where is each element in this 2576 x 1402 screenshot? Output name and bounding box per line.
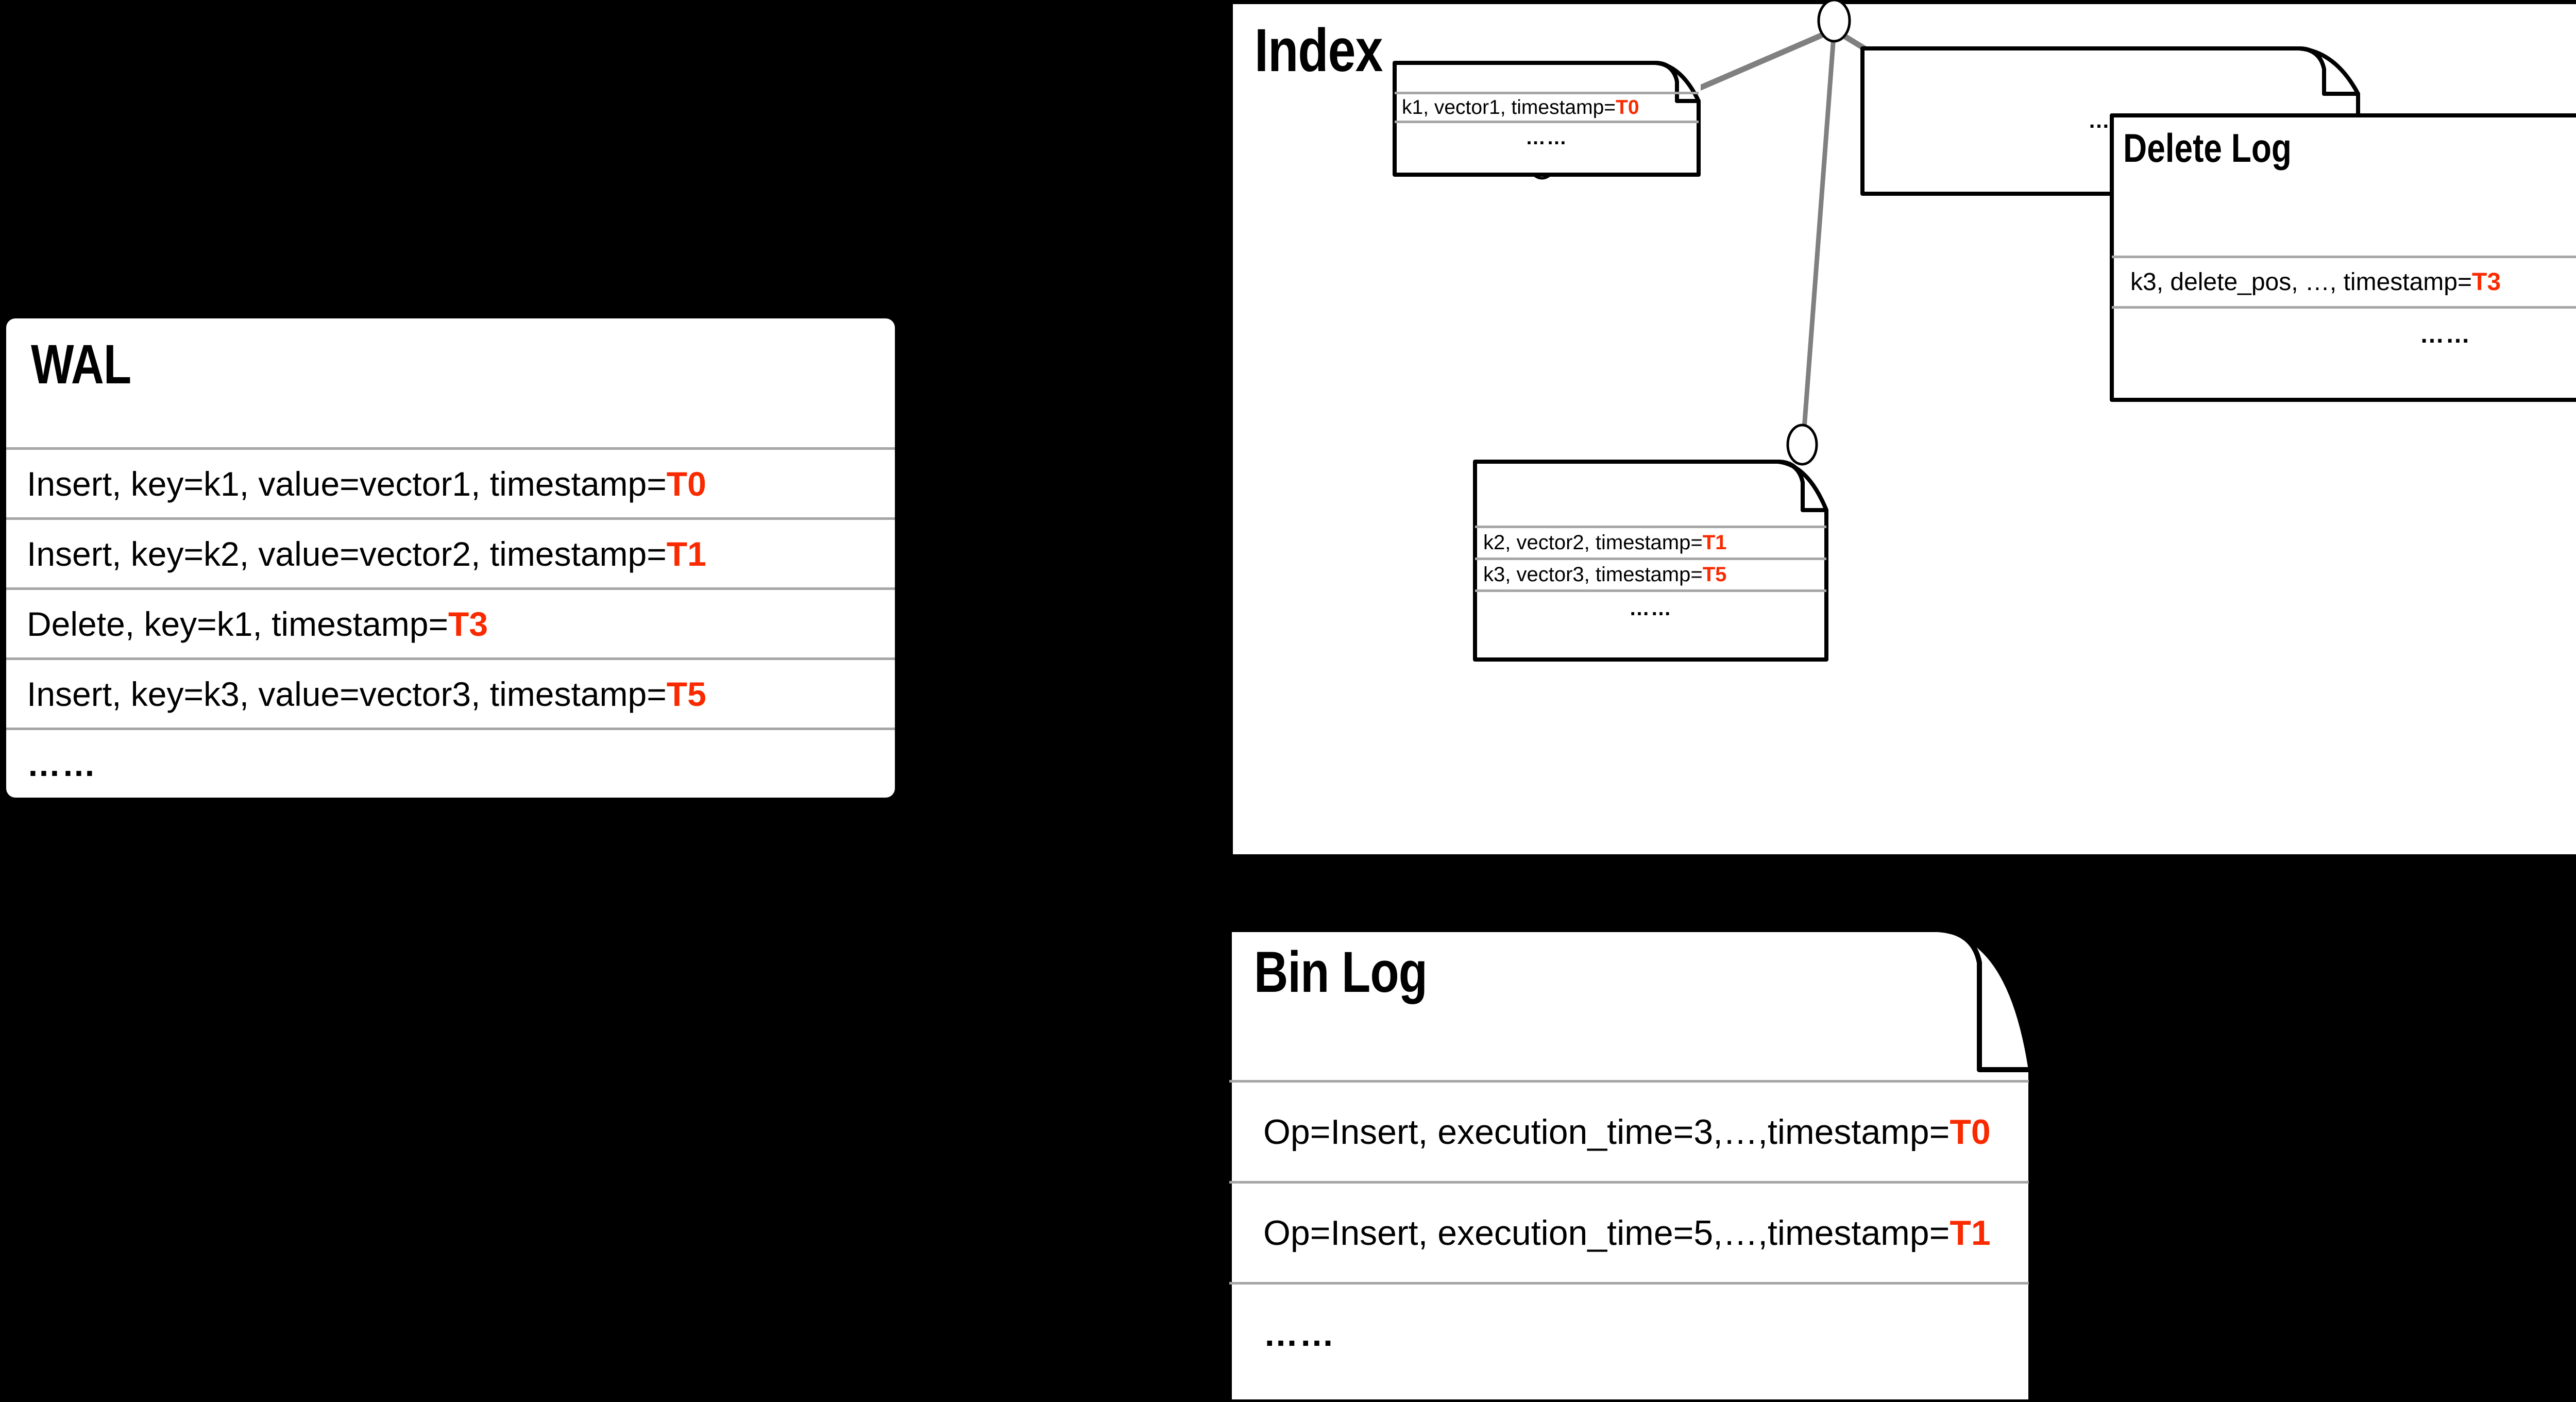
wal-row: Delete, key=k1, timestamp=T3 (6, 587, 895, 657)
wal-row: Insert, key=k2, value=vector2, timestamp… (6, 517, 895, 587)
delete-log-title: Delete Log (2123, 125, 2292, 171)
bin-log-row-ellipsis: …… (1229, 1282, 2029, 1383)
leaf-k1-row-text: k1, vector1, timestamp= (1402, 96, 1616, 119)
bin-log-row-text: Op=Insert, execution_time=3,…,timestamp= (1263, 1112, 1950, 1152)
delete-log-row-text: …… (2419, 321, 2471, 348)
wal-row-timestamp: T1 (666, 534, 706, 573)
wal-row-ellipsis: …… (6, 728, 895, 798)
leaf-k2k3-outline (1473, 460, 1828, 662)
leaf-k2k3-rows: k2, vector2, timestamp=T1 k3, vector3, t… (1475, 526, 1826, 626)
delete-log-row-ellipsis: …… (2112, 306, 2576, 361)
leaf-k2k3-row-timestamp: T5 (1702, 563, 1727, 586)
wal-row-timestamp: T5 (666, 674, 706, 713)
delete-log-rows: k3, delete_pos, …, timestamp=T3 …… (2112, 256, 2576, 361)
leaf-k1-row-text: …… (1526, 126, 1568, 149)
leaf-k2k3-row-timestamp: T1 (1702, 531, 1727, 554)
tree-node-bottom (1786, 424, 1818, 466)
leaf-k1-row-ellipsis: …… (1395, 121, 1699, 153)
wal-title: WAL (31, 333, 131, 395)
index-panel: Index k1, vector1, timestamp=T (1233, 0, 2576, 854)
wal-row-text: …… (27, 745, 97, 783)
wal-row: Insert, key=k1, value=vector1, timestamp… (6, 447, 895, 517)
index-leaf-k2k3-wrapper: k2, vector2, timestamp=T1 k3, vector3, t… (1473, 460, 1828, 662)
delete-log-row-text: k3, delete_pos, …, timestamp= (2130, 268, 2472, 296)
wal-panel: WAL Insert, key=k1, value=vector1, times… (6, 318, 895, 798)
wal-row-text: Insert, key=k2, value=vector2, timestamp… (27, 534, 667, 573)
leaf-k2k3-row: k2, vector2, timestamp=T1 (1475, 526, 1826, 558)
wal-row: Insert, key=k3, value=vector3, timestamp… (6, 657, 895, 728)
delete-log-row: k3, delete_pos, …, timestamp=T3 (2112, 256, 2576, 306)
leaf-k1-row-timestamp: T0 (1616, 96, 1639, 119)
delete-log-wrapper: Delete Log k3, delete_pos, …, timestamp=… (2110, 113, 2576, 402)
wal-row-list: Insert, key=k1, value=vector1, timestamp… (6, 447, 895, 798)
bin-log-title: Bin Log (1254, 940, 1428, 1004)
bin-log-row-text: …… (1263, 1314, 1335, 1354)
wal-row-timestamp: T0 (666, 464, 706, 503)
index-title: Index (1255, 16, 1383, 85)
wal-row-text: Insert, key=k1, value=vector1, timestamp… (27, 464, 667, 503)
leaf-k1-row: k1, vector1, timestamp=T0 (1395, 92, 1699, 121)
wal-row-text: Delete, key=k1, timestamp= (27, 604, 449, 643)
leaf-k1-rows: k1, vector1, timestamp=T0 …… (1395, 92, 1699, 153)
bin-log-row: Op=Insert, execution_time=5,…,timestamp=… (1229, 1181, 2029, 1282)
leaf-k2k3-row-text: k3, vector3, timestamp= (1483, 563, 1703, 586)
leaf-k2k3-row-text: …… (1629, 597, 1672, 620)
bin-log-row-timestamp: T1 (1950, 1213, 1991, 1253)
delete-log-row-timestamp: T3 (2472, 268, 2501, 296)
wal-row-text: Insert, key=k3, value=vector3, timestamp… (27, 674, 667, 713)
leaf-k2k3-row-text: k2, vector2, timestamp= (1483, 531, 1703, 554)
leaf-k2k3-row: k3, vector3, timestamp=T5 (1475, 558, 1826, 589)
leaf-k1-outline (1393, 61, 1701, 177)
leaf-k2k3-row-ellipsis: …… (1475, 589, 1826, 626)
wal-row-timestamp: T3 (448, 604, 488, 643)
bin-log-wrapper: Bin Log Op=Insert, execution_time=3,…,ti… (1227, 927, 2227, 1402)
bin-log-row: Op=Insert, execution_time=3,…,timestamp=… (1229, 1080, 2029, 1181)
tree-root-node (1817, 0, 1851, 43)
bin-log-row-list: Op=Insert, execution_time=3,…,timestamp=… (1229, 1080, 2029, 1383)
tree-edge-root-to-bottom (1801, 29, 1837, 443)
bin-log-row-timestamp: T0 (1950, 1112, 1991, 1152)
bin-log-row-text: Op=Insert, execution_time=5,…,timestamp= (1263, 1213, 1950, 1253)
index-leaf-k1-wrapper: k1, vector1, timestamp=T0 …… (1393, 61, 1701, 177)
